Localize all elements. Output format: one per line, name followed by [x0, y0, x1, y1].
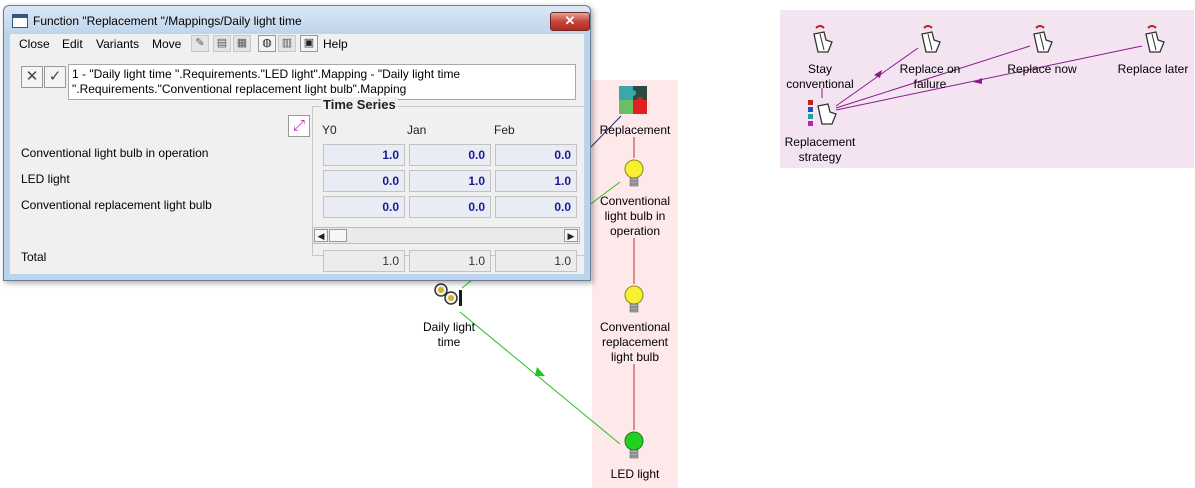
label-line: Conventional: [599, 320, 671, 334]
label-line: light bulb in: [604, 209, 666, 223]
light-bulb-icon[interactable]: [621, 157, 647, 191]
function-dialog[interactable]: Function "Replacement "/Mappings/Daily l…: [3, 5, 591, 281]
row-label: Conventional light bulb in operation: [21, 146, 209, 160]
link-replace-failure: [835, 47, 919, 107]
arrowhead-green: [535, 367, 545, 376]
node-replace-now-label[interactable]: Replace now: [1007, 62, 1077, 76]
node-conv-replacement-label[interactable]: Conventional replacement light bulb: [592, 320, 678, 365]
label-line: conventional: [786, 77, 854, 91]
binoculars-icon[interactable]: [433, 282, 465, 312]
cancel-edit-button[interactable]: ✕: [21, 66, 43, 88]
sector-panel-purple: [780, 10, 1194, 168]
arrowhead-purple-1: [874, 70, 882, 78]
hand-pointer-icon[interactable]: [806, 24, 836, 56]
cell-value[interactable]: 0.0: [323, 196, 405, 218]
scroll-right-icon[interactable]: ▶: [564, 229, 578, 242]
accept-edit-button[interactable]: ✓: [44, 66, 66, 88]
label-line: Replacement: [784, 135, 856, 149]
find-icon[interactable]: ◍: [258, 35, 276, 52]
link-replace-later: [835, 45, 1143, 111]
hand-pointer-icon[interactable]: [914, 24, 944, 56]
dialog-title: Function "Replacement "/Mappings/Daily l…: [33, 14, 302, 28]
cell-value[interactable]: 1.0: [409, 170, 491, 192]
label-line: Replace on: [899, 62, 961, 76]
total-value: 1.0: [495, 250, 577, 272]
scroll-thumb[interactable]: [329, 229, 347, 242]
total-value: 1.0: [323, 250, 405, 272]
node-daily-light-label[interactable]: Daily light time: [408, 320, 490, 350]
expand-arrow-icon[interactable]: ⤢: [288, 115, 310, 137]
label-line: failure: [913, 77, 947, 91]
dialog-client: Close Edit Variants Move ✎ ▤ ▦ ◍ ▥ ▣ Hel…: [10, 34, 584, 274]
cell-value[interactable]: 0.0: [409, 196, 491, 218]
dialog-titlebar[interactable]: Function "Replacement "/Mappings/Daily l…: [4, 6, 590, 34]
link-daily-to-led: [459, 311, 621, 445]
label-line: strategy: [798, 150, 842, 164]
node-replace-failure-label[interactable]: Replace on failure: [880, 62, 980, 92]
label-line: Conventional: [599, 194, 671, 208]
menu-variants[interactable]: Variants: [96, 37, 140, 51]
cell-value[interactable]: 0.0: [323, 170, 405, 192]
horizontal-scrollbar[interactable]: ◀ ▶: [312, 227, 580, 244]
node-stay-label[interactable]: Stay conventional: [770, 62, 870, 92]
strategy-hand-icon[interactable]: [806, 98, 840, 132]
node-replace-later-label[interactable]: Replace later: [1117, 62, 1189, 76]
menu-close[interactable]: Close: [19, 37, 50, 51]
formula-editor[interactable]: 1 - "Daily light time ".Requirements."LE…: [68, 64, 576, 100]
column-header-feb: Feb: [494, 123, 515, 137]
node-led-label[interactable]: LED light: [610, 467, 660, 481]
label-line: Daily light: [422, 320, 476, 334]
total-label: Total: [21, 250, 47, 264]
cell-value[interactable]: 0.0: [409, 144, 491, 166]
edit-chart-icon[interactable]: ✎: [191, 35, 209, 52]
sector-panel-pink: [592, 80, 678, 488]
clipboard-icon[interactable]: ▣: [300, 35, 318, 52]
label-line: light bulb: [610, 350, 660, 364]
hand-pointer-icon[interactable]: [1026, 24, 1056, 56]
arrowhead-purple-2: [973, 78, 982, 84]
time-series-label: Time Series: [321, 97, 398, 112]
table-icon[interactable]: ▦: [233, 35, 251, 52]
link-replace-now: [835, 45, 1031, 109]
light-bulb-icon[interactable]: [621, 283, 647, 317]
hand-pointer-icon[interactable]: [1138, 24, 1168, 56]
menu-bar: Close Edit Variants Move ✎ ▤ ▦ ◍ ▥ ▣ Hel…: [10, 34, 584, 54]
cell-value[interactable]: 0.0: [495, 196, 577, 218]
total-value: 1.0: [409, 250, 491, 272]
cell-value[interactable]: 1.0: [323, 144, 405, 166]
node-replacement-label[interactable]: Replacement: [599, 123, 671, 137]
menu-edit[interactable]: Edit: [62, 37, 83, 51]
formula-line: ".Requirements."Conventional replacement…: [72, 82, 407, 96]
puzzle-icon[interactable]: [618, 85, 650, 117]
close-window-button[interactable]: ✕: [550, 12, 590, 31]
label-line: operation: [609, 224, 661, 238]
label-line: Stay: [807, 62, 832, 76]
menu-help[interactable]: Help: [323, 37, 348, 51]
column-header-y0: Y0: [322, 123, 337, 137]
label-line: replacement: [601, 335, 669, 349]
node-strategy-label[interactable]: Replacement strategy: [770, 135, 870, 165]
scroll-left-icon[interactable]: ◀: [314, 229, 328, 242]
link-green-conv-op: [587, 181, 621, 207]
formula-line: 1 - "Daily light time ".Requirements."LE…: [72, 67, 461, 81]
row-label: Conventional replacement light bulb: [21, 198, 212, 212]
column-header-jan: Jan: [407, 123, 427, 137]
cell-value[interactable]: 0.0: [495, 144, 577, 166]
table-window-icon: [12, 14, 28, 28]
led-bulb-icon[interactable]: [621, 429, 647, 463]
graph-icon[interactable]: ▤: [213, 35, 231, 52]
cell-value[interactable]: 1.0: [495, 170, 577, 192]
label-line: time: [437, 335, 461, 349]
node-conv-operation-label[interactable]: Conventional light bulb in operation: [592, 194, 678, 239]
link-green-daily-up: [461, 279, 473, 289]
link-blue-replacement: [587, 115, 622, 151]
grid-icon[interactable]: ▥: [278, 35, 296, 52]
menu-move[interactable]: Move: [152, 37, 182, 51]
row-label: LED light: [21, 172, 70, 186]
